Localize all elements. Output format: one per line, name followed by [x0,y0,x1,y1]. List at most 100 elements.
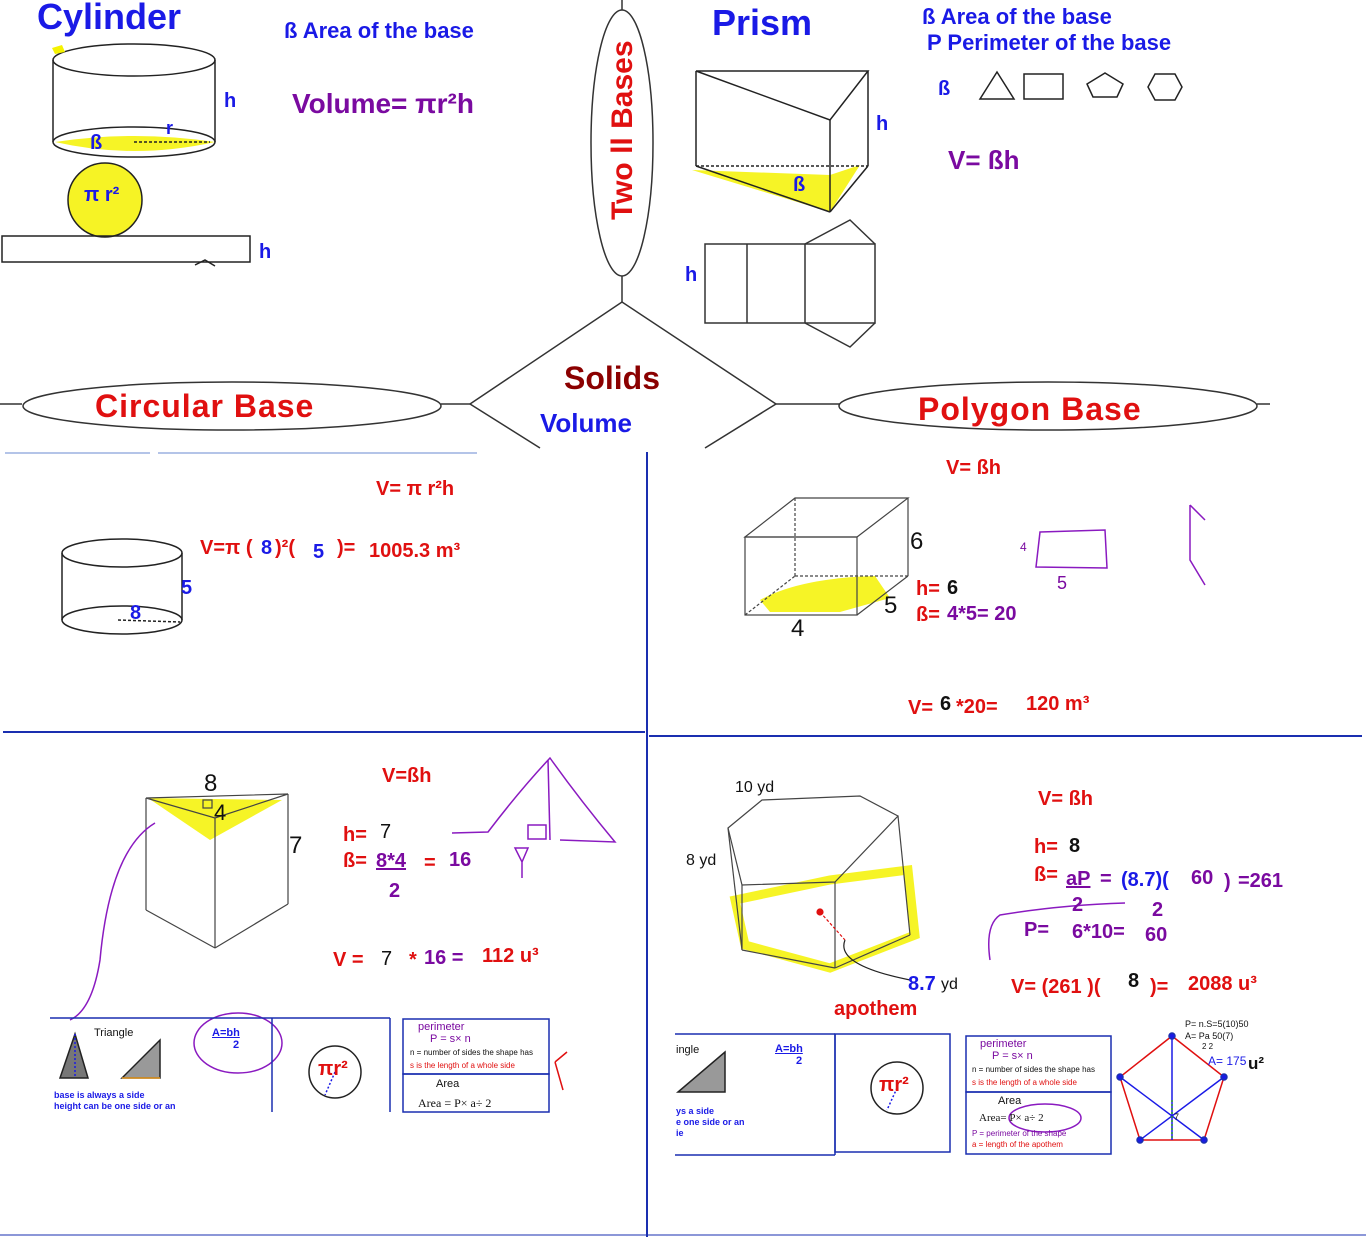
cylinder-drawing [52,43,216,158]
circle-area-label: π r² [84,184,120,206]
q-hex-formula: V= ßh [1038,788,1094,810]
ref-circle-area: πr² [318,1058,348,1080]
hexagon-shape [1147,73,1183,101]
pentagon-area-note: A= Pa 50(7) [1185,1031,1234,1041]
q-box-result: 120 m³ [1026,693,1090,715]
q-cylinder-drawing [61,538,183,635]
pentagon-shape [1086,72,1124,98]
q-tri-h-value: 7 [380,821,392,843]
pentagon-area-den: 2 2 [1202,1042,1214,1051]
prism-base-definition: ß Area of the base [922,4,1112,29]
q-tri-v-h: 7 [381,948,393,970]
q-box-b-label: ß= [916,604,940,626]
q-cyl-formula: V= π r²h [376,478,455,500]
ref2-triangle-area-den: 2 [796,1055,803,1067]
circular-base-label: Circular Base [95,388,315,424]
q-hex-drawing [727,795,1126,981]
base-symbol: ß [938,78,951,100]
ref-base-note-2: height can be one side or an [54,1101,176,1111]
ref2-area-title: Area [998,1095,1022,1107]
q-hex-p-calc: 6*10= [1072,921,1125,943]
q-box-dim-5: 5 [884,592,898,619]
q-hex-b-label: ß= [1034,864,1058,886]
q-tri-dim-4: 4 [214,800,227,825]
q-box-sketch-4: 4 [1020,540,1027,554]
concept-web [0,0,1270,449]
q-box-dim-6: 6 [910,528,924,555]
ref-perimeter-title: perimeter [418,1021,465,1033]
q-tri-b-label: ß= [343,850,367,872]
q-hex-h-label: h= [1034,836,1058,858]
q-tri-h-label: h= [343,824,367,846]
q-tri-b-result: 16 [449,849,472,871]
cylinder-b-label: ß [90,132,103,154]
q-hex-v-close: )= [1150,976,1169,998]
triangle-shape [978,70,1016,100]
prism-drawing [692,70,870,213]
ref-s-definition: s is the length of a whole side [410,1061,515,1070]
q-cyl-dim-h: 5 [181,577,193,599]
q-hex-b-denominator-2: 2 [1152,899,1164,921]
cylinder-net-h-label: h [259,241,272,263]
ref-area-title: Area [436,1078,460,1090]
ref-n-definition: n = number of sides the shape has [410,1048,533,1057]
q-hex-b-result: =261 [1238,870,1284,892]
q-hex-reference [675,1032,1228,1156]
q-tri-dim-7: 7 [289,832,303,859]
volume-label: Volume [540,408,632,438]
q-tri-b-numerator: 8*4 [376,850,407,872]
base-shapes [978,70,1183,101]
q-hex-b-apothem: (8.7)( [1121,869,1169,891]
q-box-v-label: V= [908,697,934,719]
cylinder-volume-formula: Volume= πr²h [292,88,474,119]
cylinder-net [1,162,251,267]
q-cyl-result: 1005.3 m³ [369,540,461,562]
q-tri-drawing [145,793,289,949]
q-cyl-radius: 8 [261,537,273,559]
q-hex-result: 2088 u³ [1188,973,1257,995]
prism-perimeter-definition: P Perimeter of the base [927,30,1172,55]
prism-b-label: ß [793,174,806,196]
q-box-sketch [1035,504,1206,586]
q-hex-b-numerator: aP [1066,868,1091,890]
ref2-base-note-1: ys a side [676,1106,715,1116]
ref2-base-note-2: e one side or an [676,1117,745,1127]
prism-title: Prism [712,2,813,43]
q-box-h-value: 6 [947,577,959,599]
prism-net-h-label: h [685,264,698,286]
q-box-v-h: 6 [940,693,952,715]
ref-base-note-1: base is always a side [54,1090,145,1100]
q-box-v-calc: *20= [956,696,998,718]
polygon-base-oval [838,381,1258,431]
q-hex-v-h: 8 [1128,970,1140,992]
q-tri-b-equals: = [424,852,436,874]
q-box-b-calc: 4*5= 20 [947,603,1017,625]
q-hex-apothem-label: apothem [834,998,918,1020]
q-tri-formula: V=ßh [382,765,432,787]
ref-triangle-title: Triangle [94,1027,134,1039]
solids-label: Solids [564,360,661,396]
q-tri-v-label: V = [333,949,364,971]
prism-h-label: h [876,113,889,135]
q-cyl-calc-end: )= [337,537,356,559]
q-hex-dim-8yd: 8 yd [686,852,717,869]
ref2-triangle-area: A=bh [775,1043,803,1055]
q-hex-b-close: ) [1224,871,1231,893]
q-cyl-calc-mid: )²( [275,537,295,559]
ref2-perimeter-title: perimeter [980,1038,1027,1050]
q-hex-apothem-unit: yd [941,976,958,993]
q-tri-sketch [69,756,617,1074]
ref-triangle-area: A=bh [212,1027,240,1039]
ref2-a-definition: a = length of the apothem [972,1140,1063,1149]
q-tri-b-denominator: 2 [389,880,401,902]
ref2-circle-area: πr² [879,1074,909,1096]
q-hex-apothem-value: 8.7 [908,973,936,995]
q-hex-b-perimeter: 60 [1191,867,1214,889]
cylinder-h-label: h [224,90,237,112]
polygon-base-label: Polygon Base [918,391,1142,427]
cylinder-title: Cylinder [37,0,182,37]
q-tri-dim-8: 8 [204,770,218,797]
q-box-sketch-5: 5 [1057,573,1068,593]
rectangle-shape [1023,73,1064,100]
pentagon-area-result: A= 175 [1208,1054,1247,1068]
